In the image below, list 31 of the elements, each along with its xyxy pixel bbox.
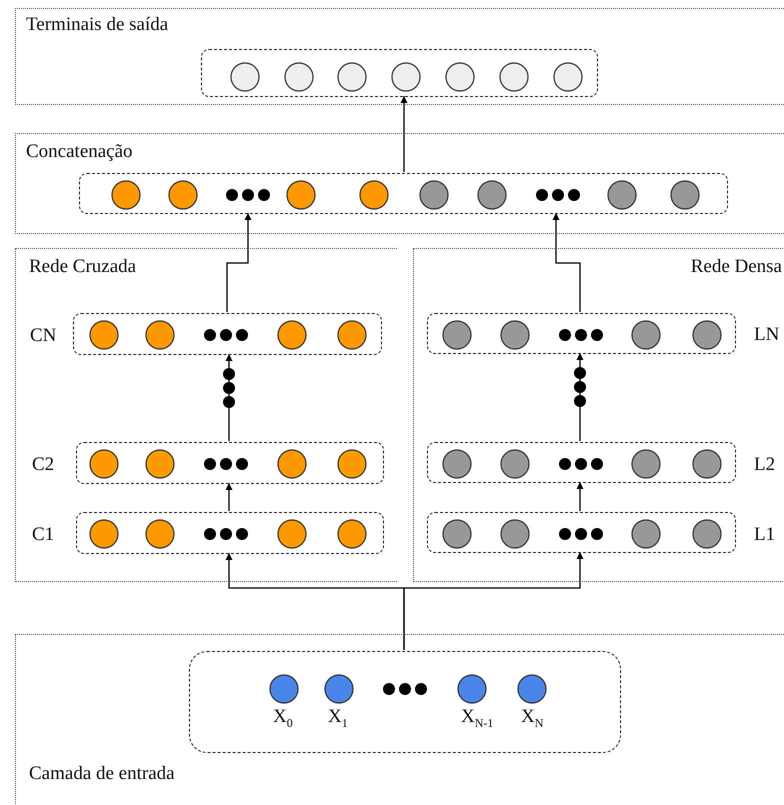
section-panel [413,248,784,582]
arrow [576,482,584,511]
section-title: Rede Densa [690,257,782,276]
section-panel [15,8,784,105]
section-panel [15,248,397,582]
layer-label: L2 [754,455,776,474]
input-label: X$_{1}$ [328,707,348,729]
layer-label: C1 [32,525,54,544]
layer-box [79,173,728,214]
layer-label: L1 [754,525,776,544]
arrow [226,213,252,312]
arrow [400,96,408,172]
section-title: Concatenação [26,142,133,161]
layer-label: C2 [32,455,54,474]
arrow [226,483,232,511]
layer-box [189,651,621,753]
section-title: Camada de entrada [29,764,175,783]
layer-label: LN [754,325,780,344]
input-label: X$_{N-1}$ [461,707,494,729]
arrow [403,552,584,650]
input-label: X$_{0}$ [273,707,293,729]
layer-label: CN [30,326,56,345]
section-panel [15,634,784,805]
arrow [552,213,581,312]
layer-box [201,49,598,97]
arrow [576,353,584,441]
section-panel [15,133,784,234]
input-label: X$_{N}$ [521,707,544,729]
section-title: Rede Cruzada [29,257,136,276]
arrow [226,354,232,441]
section-title: Terminais de saída [26,15,168,34]
